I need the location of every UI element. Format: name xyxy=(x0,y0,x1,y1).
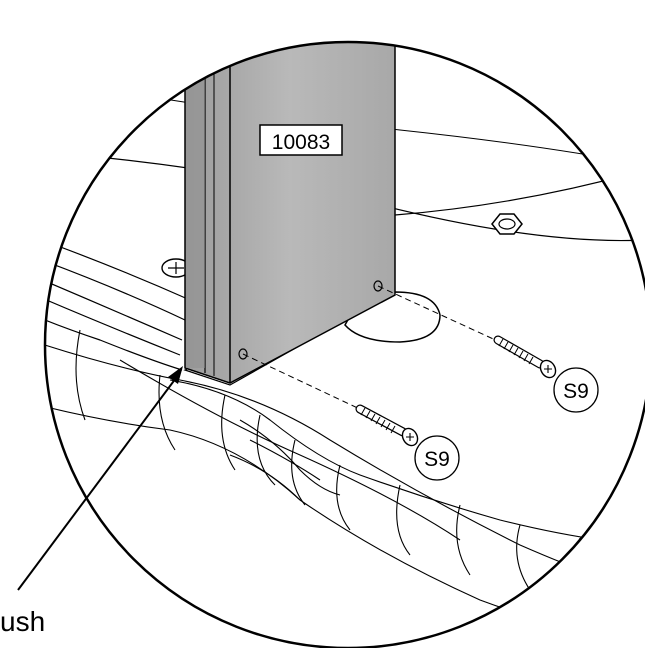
screw-callout-text: S9 xyxy=(424,448,450,471)
hex-nut xyxy=(491,213,523,235)
pilot-hole xyxy=(373,280,383,292)
screw-callout: S9 xyxy=(553,367,599,413)
screw xyxy=(493,335,557,379)
part-number-text: 10083 xyxy=(272,131,330,154)
rim-lines xyxy=(45,224,191,371)
pilot-hole xyxy=(238,348,248,360)
screw-callout: S9 xyxy=(414,435,460,481)
screw xyxy=(355,404,419,447)
screw-callout-text: S9 xyxy=(563,380,589,403)
leader-arrow xyxy=(17,366,183,591)
alignment-lines xyxy=(242,285,503,412)
vertical-post xyxy=(184,42,396,384)
part-label: 10083 xyxy=(259,124,343,156)
flush-note-text: ush xyxy=(0,606,45,637)
existing-screw-head xyxy=(161,258,191,278)
detail-circle xyxy=(43,40,645,648)
